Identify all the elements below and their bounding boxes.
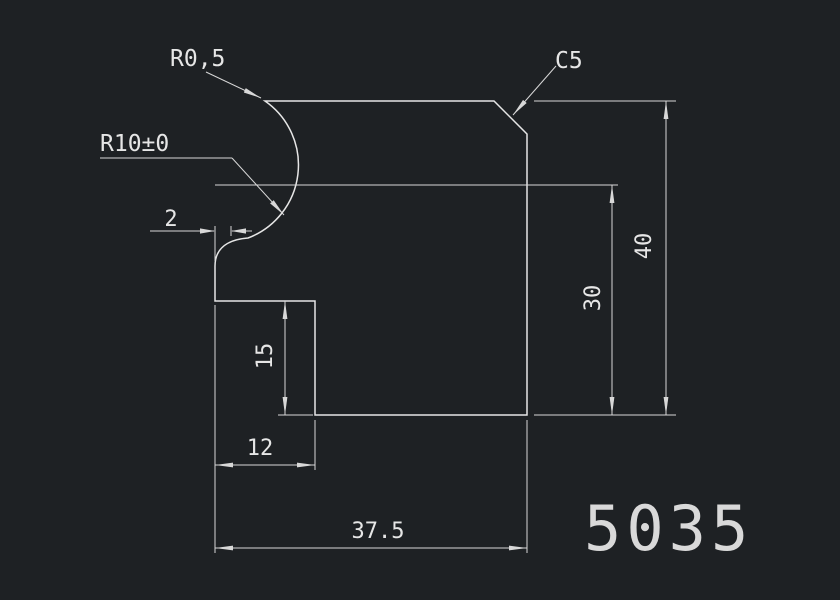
- part-number: 5035: [584, 492, 753, 565]
- dim-15-label: 15: [253, 343, 278, 370]
- dim-37-5-label: 37.5: [352, 519, 405, 544]
- dim-step-width: 12: [214, 305, 316, 553]
- dim-30-label: 30: [581, 285, 606, 312]
- chamfer-label: C5: [555, 48, 583, 74]
- dim-40-label: 40: [632, 233, 657, 260]
- dim-step-height: 15: [253, 301, 313, 416]
- dim-12-label: 12: [247, 436, 274, 461]
- arrowhead: [231, 228, 246, 234]
- dim-offset: 2: [150, 207, 252, 261]
- radius-cove-label: R10±0: [100, 131, 169, 157]
- chamfer-callout: C5: [512, 48, 583, 116]
- radius-top-label: R0,5: [170, 46, 225, 72]
- leader-line: [205, 71, 262, 99]
- radius-top-callout: R0,5: [170, 46, 262, 99]
- radius-cove-callout: R10±0: [100, 131, 285, 216]
- part-profile: [214, 100, 528, 416]
- arrowhead: [200, 228, 215, 234]
- profile-outline: [214, 100, 528, 416]
- dim-cove-height: 30: [581, 185, 615, 415]
- dim-2-label: 2: [164, 207, 177, 232]
- dim-total-height: 40: [534, 100, 676, 416]
- leader-line: [512, 65, 557, 116]
- leader-line: [231, 157, 285, 216]
- dim-total-width: 37.5: [215, 420, 528, 553]
